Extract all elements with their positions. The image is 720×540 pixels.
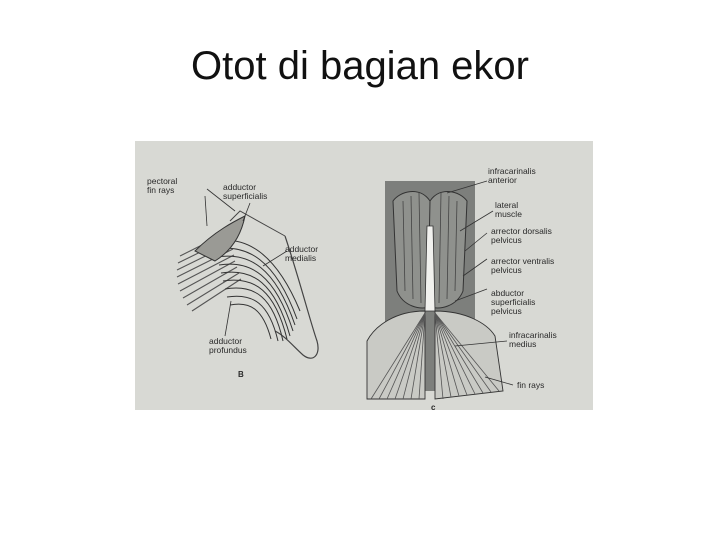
- label-adductor-profundus: adductor profundus: [209, 336, 247, 355]
- panel-letter-b: B: [238, 370, 244, 379]
- panel-letter-c: c: [431, 403, 436, 410]
- label-pectoral-fin-rays: pectoral fin rays: [147, 176, 178, 195]
- label-arrector-ventralis-pelvicus: arrector ventralis pelvicus: [491, 256, 555, 275]
- label-adductor-medialis: adductor medialis: [285, 244, 319, 263]
- label-abductor-superficialis-pelvicus: abductor superficialis pelvicus: [491, 288, 536, 316]
- slide-title: Otot di bagian ekor: [191, 44, 529, 88]
- label-infracarinalis-anterior: infracarinalis anterior: [488, 166, 536, 185]
- label-lateral-muscle: lateral muscle: [495, 200, 522, 219]
- pelvic-region-illustration: [366, 180, 514, 400]
- label-arrector-dorsalis-pelvicus: arrector dorsalis pelvicus: [491, 226, 552, 245]
- pectoral-fin-illustration: [176, 188, 319, 359]
- label-infracarinalis-medius: infracarinalis medius: [509, 330, 557, 349]
- muscle-diagram-figure: pectoral fin rays adductor superficialis…: [135, 141, 593, 410]
- label-adductor-superficialis: adductor superficialis: [223, 182, 268, 201]
- muscle-diagram-drawing: [176, 180, 514, 400]
- label-fin-rays: fin rays: [517, 380, 545, 390]
